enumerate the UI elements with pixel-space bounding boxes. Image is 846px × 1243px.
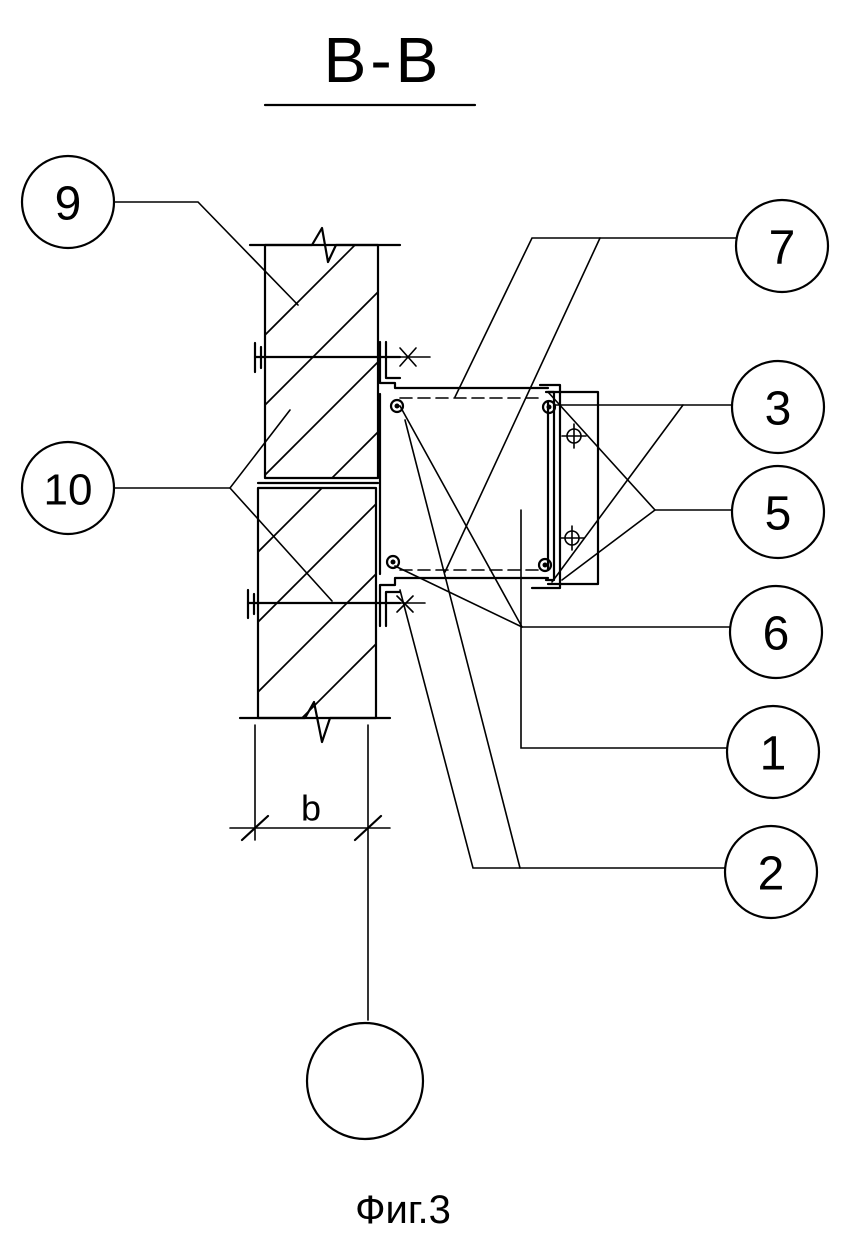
wall-hatching-upper: [265, 245, 378, 478]
callout-3: 3: [730, 359, 826, 455]
wall-lower-block: [238, 486, 392, 744]
callout-2-label: 2: [758, 848, 785, 901]
wall-hatching-lower: [258, 488, 376, 718]
section-title: B-B: [324, 24, 443, 96]
callout-1: 1: [725, 704, 821, 800]
callout-6: 6: [728, 584, 824, 680]
wall-upper-block: [248, 226, 402, 480]
panel-body: [378, 390, 600, 586]
dimension-b: b: [229, 724, 391, 1021]
callout-6-label: 6: [763, 608, 790, 661]
lower-anchor: [246, 588, 426, 620]
figure-caption: Фиг.3: [355, 1188, 451, 1232]
callout-5-label: 5: [765, 488, 792, 541]
dimension-b-label: b: [301, 788, 321, 829]
break-mark-bottom: [238, 700, 392, 744]
screw-mark-bottom: [559, 525, 585, 551]
callout-9: 9: [20, 154, 116, 250]
callout-10-label: 10: [44, 466, 93, 515]
callout-2: 2: [723, 824, 819, 920]
upper-anchor: [253, 341, 431, 374]
screw-mark-top: [561, 423, 587, 449]
bracket-upper: [378, 340, 550, 390]
callout-7-label: 7: [769, 222, 796, 275]
callout-bottom: [305, 1021, 425, 1141]
callout-10: 10: [20, 440, 116, 536]
callout-7: 7: [734, 198, 830, 294]
vertical-profile: [530, 383, 562, 590]
leader-lines: [113, 201, 737, 869]
rivet-wall-upper: [389, 398, 405, 414]
rivet-wall-lower: [385, 554, 401, 570]
break-mark-top: [248, 226, 402, 264]
callout-5: 5: [730, 464, 826, 560]
callout-3-label: 3: [765, 383, 792, 436]
callout-9-label: 9: [55, 178, 82, 231]
rivet-bottom: [537, 557, 553, 573]
bracket-lower: [378, 576, 550, 628]
rivet-top: [541, 399, 557, 415]
callout-1-label: 1: [760, 728, 787, 781]
